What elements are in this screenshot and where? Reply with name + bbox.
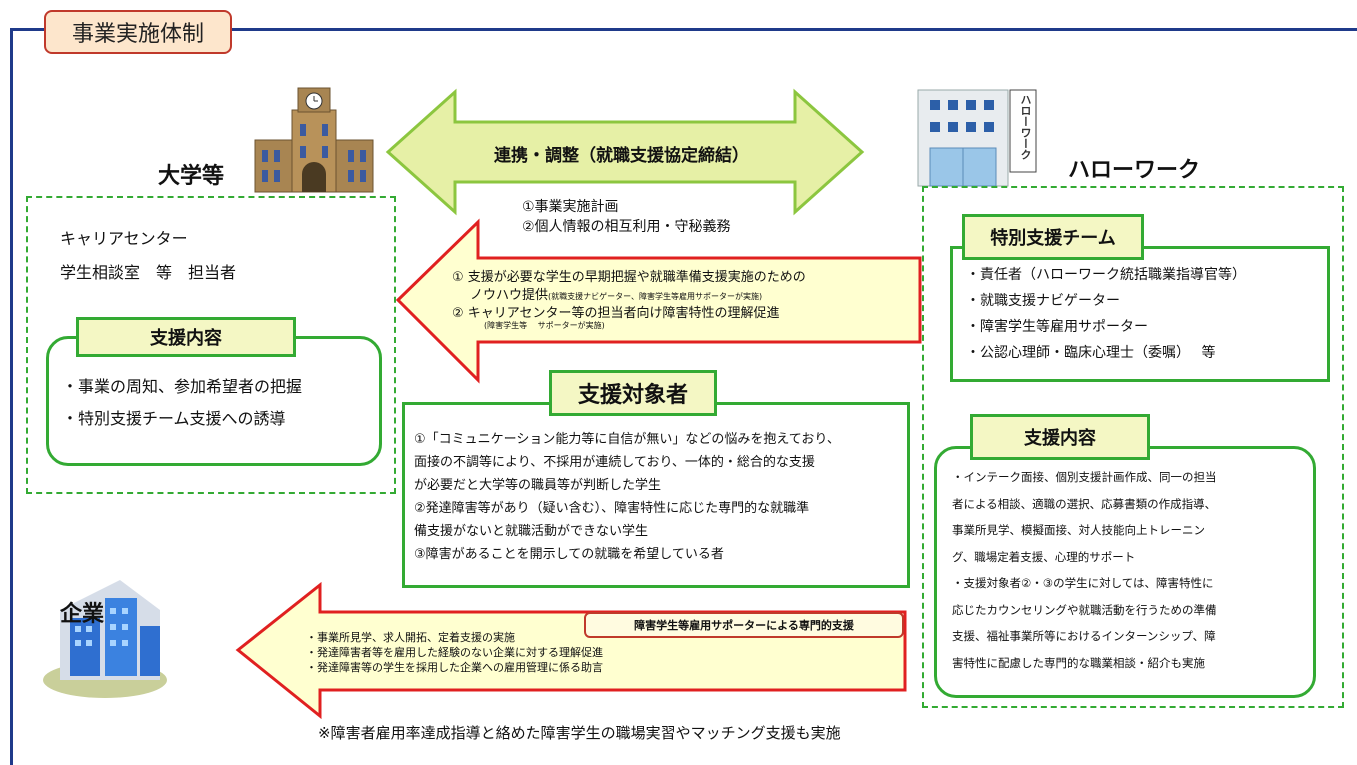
hw-to-university-arrow [395, 218, 922, 384]
page-title: 事業実施体制 [44, 10, 232, 54]
hellowork-building-icon [917, 89, 1037, 187]
target-label: 支援対象者 [549, 370, 717, 416]
team-members: ・責任者（ハローワーク統括職業指導官等） ・就職支援ナビゲーター ・障害学生等雇… [966, 262, 1246, 366]
hw-support-line-6: 応じたカウンセリングや就職活動を行うための準備 [952, 602, 1217, 617]
hw-support-line-2: 者による相談、適職の選択、応募書類の作成指導、 [952, 496, 1217, 511]
frame-left-line [10, 28, 13, 765]
team-member-2: ・就職支援ナビゲーター [966, 293, 1120, 309]
team-box [950, 246, 1330, 382]
hw-to-univ-line-4: (障害学生等 サポーターが実施) [484, 321, 605, 330]
hellowork-name: ハローワーク [1068, 158, 1201, 183]
hw-to-univ-line-2-main: ノウハウ提供 [470, 288, 549, 303]
university-support-item-1: ・事業の周知、参加希望者の把握 [62, 377, 303, 396]
university-building-icon [254, 87, 374, 193]
hw-support-line-8: 害特性に配慮した専門的な職業相談・紹介も実施 [952, 655, 1205, 670]
hw-to-univ-line-2-small: (就職支援ナビゲーター、障害学生等雇用サポーターが実施) [548, 292, 763, 301]
cooperation-item-1: ①事業実施計画 [522, 199, 619, 215]
hw-support-line-7: 支援、福祉事業所等におけるインターンシップ、障 [952, 629, 1216, 643]
target-box [402, 402, 910, 588]
target-line-5: 備支援がないと就職活動ができない学生 [414, 524, 649, 539]
hw-support-line-4: グ、職場定着支援、心理的サポート [952, 549, 1136, 564]
cooperation-item-2: ②個人情報の相互利用・守秘義務 [522, 219, 731, 235]
company-item-3: ・発達障害等の学生を採用した企業への雇用管理に係る助言 [306, 661, 603, 674]
university-support-item-2: ・特別支援チーム支援への誘導 [62, 409, 286, 428]
target-line-3: が必要だと大学等の職員等が判断した学生 [414, 478, 662, 493]
frame-top-line [10, 28, 1357, 31]
hw-to-univ-line-2: ノウハウ提供(就職支援ナビゲーター、障害学生等雇用サポーターが実施) [470, 284, 762, 303]
target-line-4: ②発達障害等があり（疑い含む）、障害特性に応じた専門的な就職準 [414, 501, 810, 516]
team-member-3: ・障害学生等雇用サポーター [966, 319, 1148, 335]
hellowork-sign-text: ハローワーク [1019, 94, 1032, 160]
target-lines: ①「コミュニケーション能力等に自信が無い」などの悩みを抱えており、 面接の不調等… [414, 428, 840, 566]
hellowork-support-label: 支援内容 [970, 414, 1150, 460]
team-label: 特別支援チーム [962, 214, 1144, 260]
hw-to-univ-line-3: ② キャリアセンター等の担当者向け障害特性の理解促進 [452, 306, 780, 321]
university-support-box [46, 336, 382, 466]
cooperation-double-arrow [385, 88, 865, 216]
university-staff-2: 学生相談室 等 担当者 [60, 263, 237, 282]
footnote: ※障害者雇用率達成指導と絡めた障害学生の職場実習やマッチング支援も実施 [318, 724, 841, 742]
university-staff-1: キャリアセンター [60, 229, 188, 248]
company-name: 企業 [60, 602, 105, 627]
hw-to-univ-line-1: ① 支援が必要な学生の早期把握や就職準備支援実施のための [452, 270, 806, 285]
hw-support-line-1: ・インテーク面接、個別支援計画作成、同一の担当 [952, 470, 1217, 484]
cooperation-label: 連携・調整（就職支援協定締結） [494, 146, 749, 166]
hw-support-line-5: ・支援対象者②・③の学生に対しては、障害特性に [952, 576, 1214, 590]
company-support-badge: 障害学生等雇用サポーターによる専門的支援 [584, 612, 904, 638]
university-name: 大学等 [158, 164, 225, 189]
hw-support-line-3: 事業所見学、模擬面接、対人技能向上トレーニン [952, 523, 1205, 537]
company-item-2: ・発達障害者等を雇用した経験のない企業に対する理解促進 [306, 646, 603, 659]
target-line-6: ③障害があることを開示しての就職を希望している者 [414, 547, 724, 562]
hellowork-box [922, 186, 1344, 708]
target-line-2: 面接の不調等により、不採用が連続しており、一体的・総合的な支援 [414, 455, 815, 470]
university-box [26, 196, 396, 494]
university-support-label: 支援内容 [76, 317, 296, 357]
team-member-1: ・責任者（ハローワーク統括職業指導官等） [966, 267, 1246, 283]
target-line-1: ①「コミュニケーション能力等に自信が無い」などの悩みを抱えており、 [414, 432, 840, 447]
company-items: ・事業所見学、求人開拓、定着支援の実施 ・発達障害者等を雇用した経験のない企業に… [306, 630, 603, 675]
company-item-1: ・事業所見学、求人開拓、定着支援の実施 [306, 631, 515, 644]
company-building-icon [43, 580, 167, 698]
hellowork-support-box [934, 446, 1316, 698]
team-member-4: ・公認心理師・臨床心理士（委嘱） 等 [966, 345, 1216, 361]
hellowork-support-lines: ・インテーク面接、個別支援計画作成、同一の担当 者による相談、適職の選択、応募書… [952, 464, 1217, 676]
